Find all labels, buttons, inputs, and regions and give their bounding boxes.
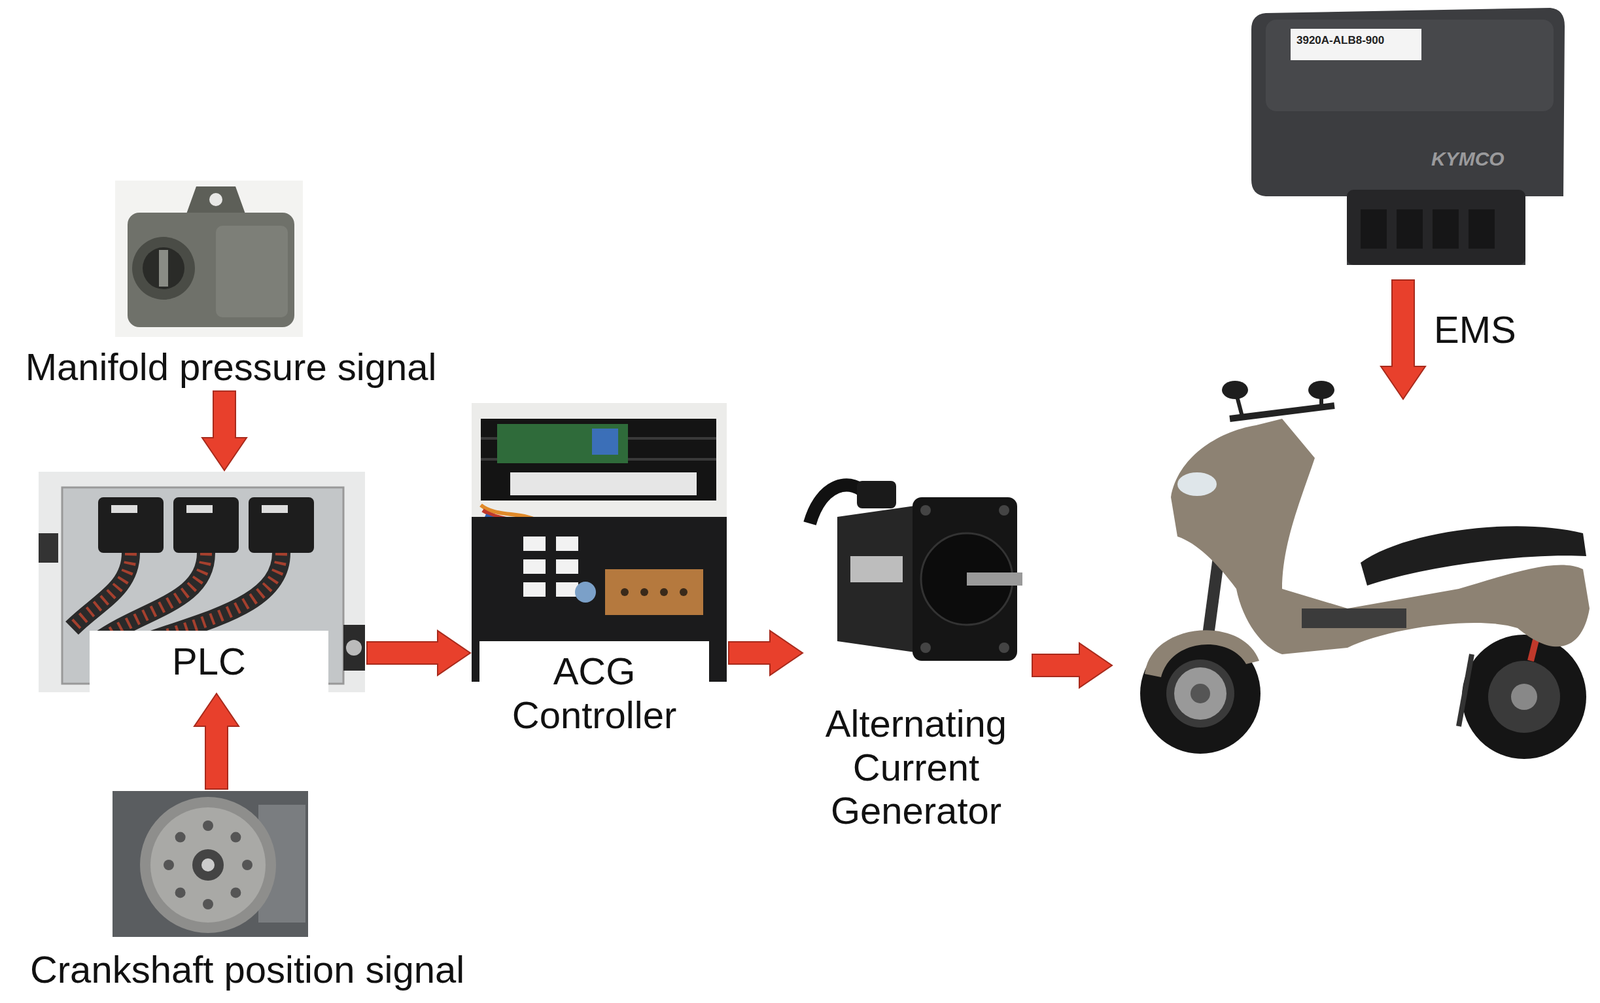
plc-photo xyxy=(38,471,366,693)
flow-arrow xyxy=(1032,643,1113,688)
flow-arrow xyxy=(366,630,471,676)
caption-block: Alternating Current Generator xyxy=(803,701,1029,833)
flow-arrow xyxy=(728,630,803,676)
controller-node: ACG Controller xyxy=(471,402,727,746)
node-text: ACG Controller xyxy=(486,649,703,737)
flow-arrow xyxy=(194,693,239,789)
scooter-photo xyxy=(1140,380,1590,759)
pressure-sensor-photo xyxy=(115,180,303,337)
caption-block: Crankshaft position signal xyxy=(5,947,490,992)
controller-photo xyxy=(471,402,727,682)
signal-label: EMS xyxy=(1433,307,1517,352)
generator-node: Alternating Current Generator xyxy=(803,471,1029,833)
crankshaft-photo xyxy=(112,790,309,937)
caption-block: Manifold pressure signal xyxy=(5,345,457,390)
flow-arrow xyxy=(202,391,247,471)
sensor-node: Crankshaft position signal xyxy=(5,790,490,992)
plc-node: PLC xyxy=(38,471,366,693)
generator-photo xyxy=(809,480,1023,661)
label-box: PLC xyxy=(89,630,329,693)
part-number: 3920A-ALB8-900 xyxy=(1296,34,1385,48)
sensor-node: Manifold pressure signal xyxy=(5,180,457,390)
brand-mark: KYMCO xyxy=(1431,147,1505,171)
node-text: PLC xyxy=(172,639,246,684)
node-text: Alternating Current Generator xyxy=(803,701,1029,833)
node-text: Crankshaft position signal xyxy=(5,947,490,992)
label-box: ACG Controller xyxy=(479,641,710,746)
ecu-photo xyxy=(1251,7,1565,265)
ems-arrow xyxy=(1380,279,1426,400)
node-text: Manifold pressure signal xyxy=(5,345,457,390)
